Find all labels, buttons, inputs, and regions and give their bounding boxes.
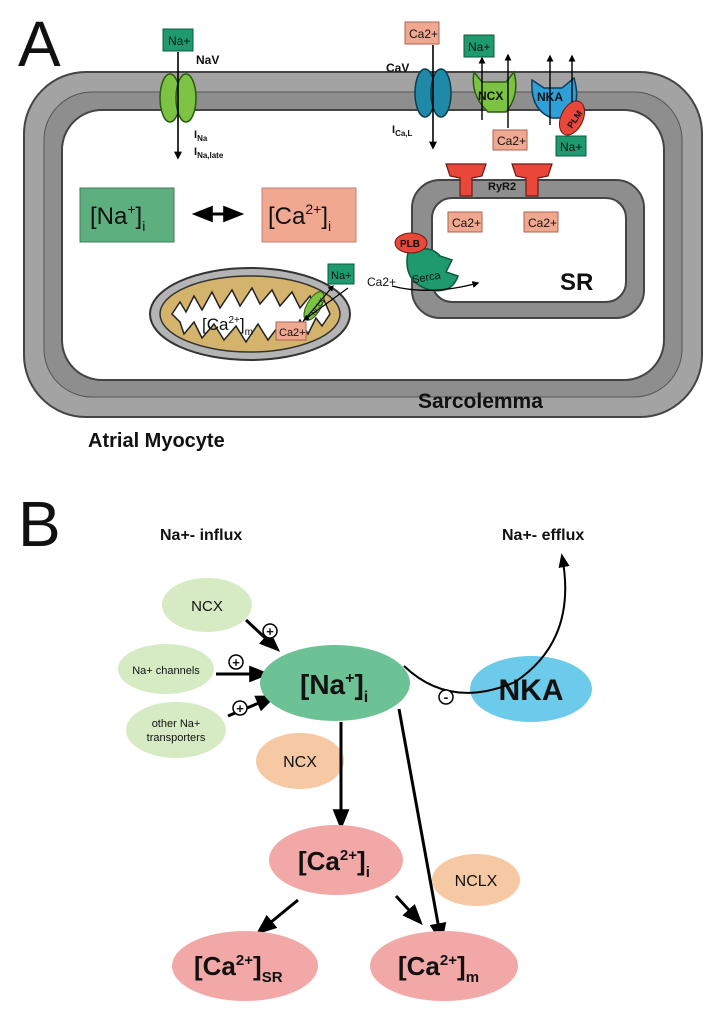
ca-sr-node-label: [Ca2+]SR	[194, 951, 283, 986]
other-transporters-line1: other Na+	[152, 718, 201, 730]
mitochondrion	[149, 267, 351, 361]
svg-text:+: +	[236, 701, 244, 716]
na-i-node	[260, 645, 410, 721]
ca-sr-node	[172, 931, 318, 1001]
serca-ion: Ca2+	[367, 275, 396, 289]
nka-na-ion: Na+	[560, 140, 582, 154]
mito-na-ion: Na+	[331, 270, 352, 282]
ncx-label: NCX	[478, 89, 503, 103]
efflux-arrow	[403, 553, 570, 694]
sarcoplasmic-reticulum	[411, 179, 645, 319]
ca-i-label: [Ca2+]i	[268, 201, 331, 234]
ca-i-to-sr-arrow	[255, 898, 299, 935]
ical-label: ICa,L	[392, 124, 413, 138]
ca-m-label: [Ca2+]m	[202, 315, 253, 338]
sarcolemma-label: Sarcolemma	[418, 390, 543, 413]
ryr2-channel-1	[445, 163, 487, 197]
ca-i-to-m-arrow	[394, 894, 423, 926]
plb-label: PLB	[400, 239, 420, 250]
ncx-mid-label: NCX	[283, 754, 317, 771]
mito-ca-box	[275, 321, 307, 341]
minus-nka: -	[438, 689, 454, 705]
nav-ion: Na+	[168, 34, 190, 48]
ca-m-node	[370, 931, 518, 1001]
ryr-ca-ion-2: Ca2+	[528, 216, 557, 230]
ncx-mid-node	[256, 733, 344, 789]
serca-pump	[391, 232, 480, 292]
cav-ion-box	[404, 21, 440, 45]
ryr2-channel-2	[511, 163, 553, 197]
ncx-influx-arrow	[244, 618, 281, 652]
panel-a-letter: A	[18, 8, 61, 80]
cav-ion: Ca2+	[409, 27, 438, 41]
na-channels-label: Na+ channels	[132, 665, 200, 677]
ca-i-box	[261, 187, 357, 243]
ncx-influx-node	[162, 578, 252, 632]
cav-label: CaV	[386, 61, 409, 75]
ncx-influx-label: NCX	[191, 598, 223, 615]
ncx-transporter	[472, 53, 517, 128]
serca-label: Serca	[411, 269, 442, 286]
ryr-ca-box-1	[447, 211, 483, 233]
ncx-ca-ion: Ca2+	[497, 134, 526, 148]
nav-label: NaV	[196, 53, 219, 67]
plus-ncx: +	[262, 623, 278, 639]
plus-na-channels: +	[228, 654, 244, 670]
na-to-ca-m-arrow	[397, 708, 447, 945]
ca-i-node	[269, 825, 403, 895]
svg-text:-: -	[444, 689, 449, 705]
other-transporters-line2: transporters	[147, 732, 206, 744]
nclx-node-label: NCLX	[455, 873, 498, 890]
nka-node-label: NKA	[499, 674, 564, 707]
nav-channel	[159, 52, 197, 160]
ncx-ca-box	[492, 129, 528, 151]
nka-na-box	[555, 135, 587, 157]
nclx-node	[432, 854, 520, 906]
ryr-ca-box-2	[523, 211, 559, 233]
nka-label: NKA	[537, 90, 563, 104]
influx-title: Na+- influx	[160, 527, 242, 544]
cav-channel	[414, 45, 452, 150]
mito-na-box	[327, 263, 355, 285]
na-i-box	[79, 187, 175, 243]
ncx-na-ion: Na+	[468, 40, 490, 54]
nka-node	[470, 656, 592, 722]
ina-late-label: INa,late	[194, 146, 224, 160]
ca-m-node-label: [Ca2+]m	[398, 951, 479, 986]
efflux-title: Na+- efflux	[502, 527, 584, 544]
na-i-node-label: [Na+]i	[300, 669, 368, 706]
ca-i-node-label: [Ca2+]i	[298, 846, 370, 881]
svg-text:+: +	[232, 655, 240, 670]
ina-label: INa	[194, 129, 208, 143]
nav-ion-box	[162, 28, 194, 52]
cell-label: Atrial Myocyte	[88, 430, 225, 452]
nka-pump	[531, 54, 586, 136]
na-channels-node	[118, 644, 214, 694]
ryr-ca-ion-1: Ca2+	[452, 216, 481, 230]
svg-text:+: +	[266, 624, 274, 639]
mito-ca-ion: Ca2+	[279, 327, 306, 339]
plus-other: +	[232, 700, 248, 716]
other-transporters-node	[126, 702, 226, 758]
ncx-na-box	[463, 34, 495, 58]
na-i-label: [Na+]i	[90, 201, 145, 234]
sr-label: SR	[560, 269, 593, 296]
ryr2-label: RyR2	[488, 181, 516, 193]
panel-b-letter: B	[18, 488, 61, 560]
